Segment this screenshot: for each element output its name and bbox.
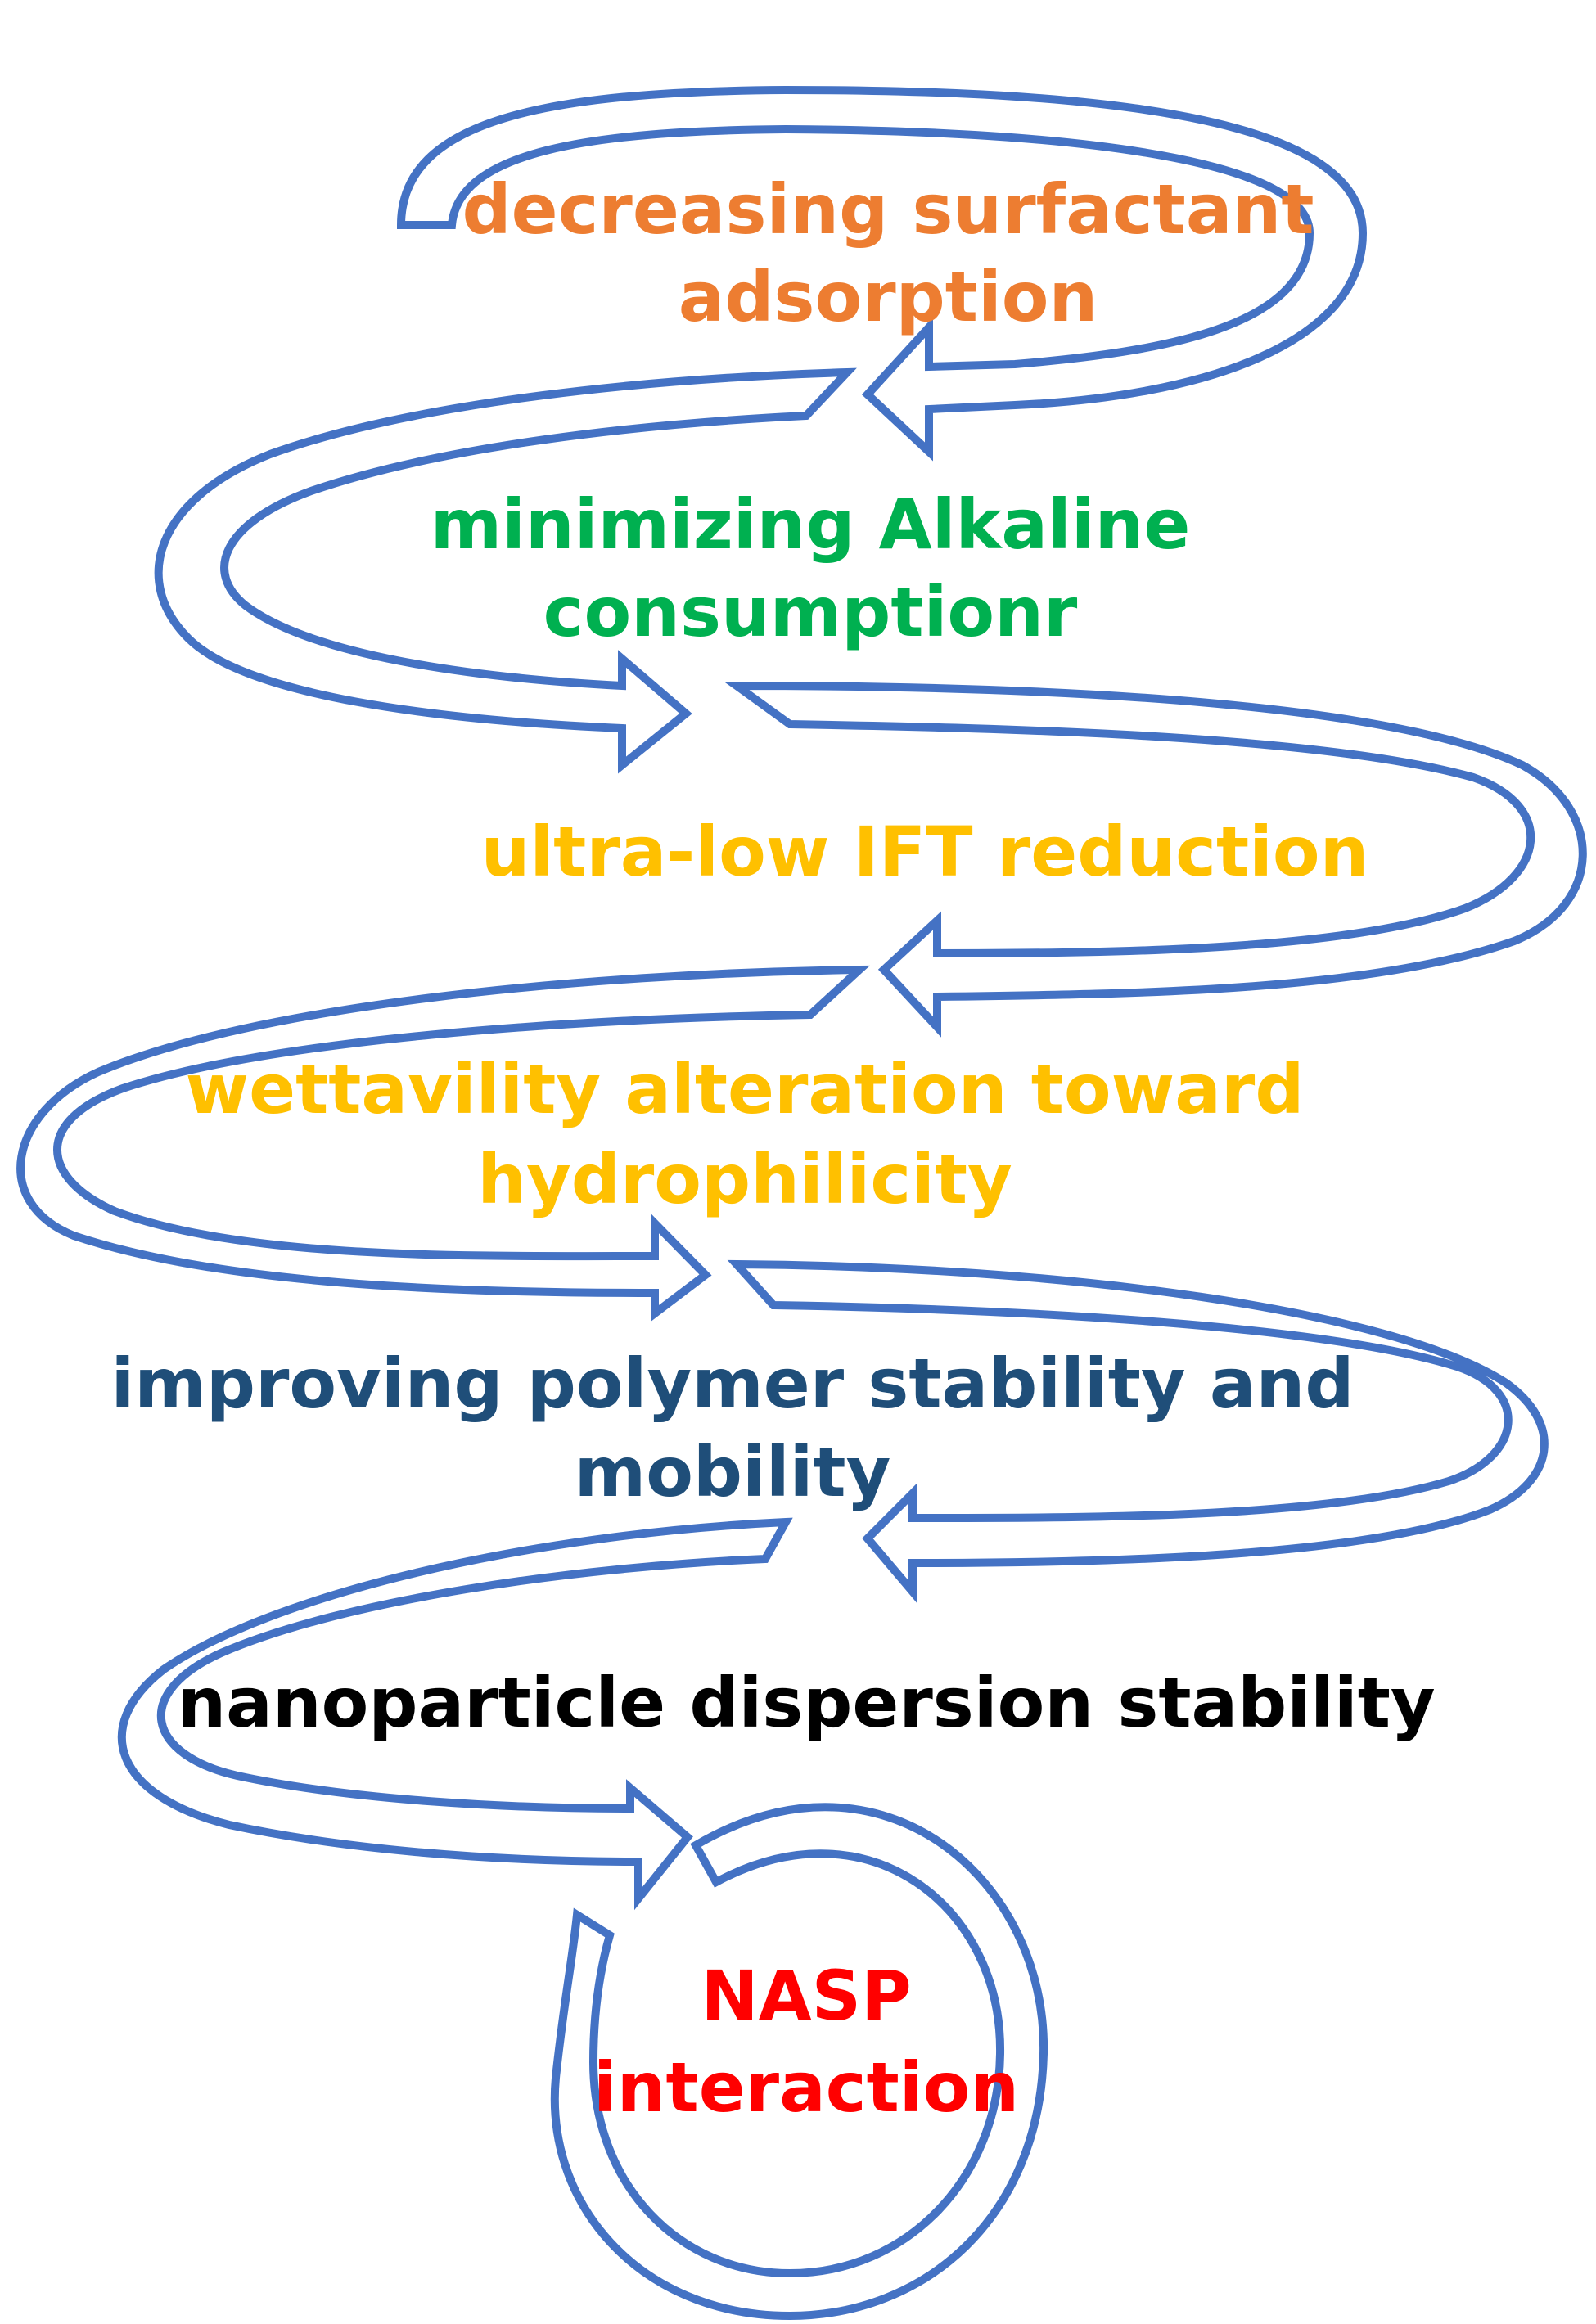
spiral-arrow-inner	[550, 1803, 1048, 2321]
stage-label-nanoparticle-line-1: nanoparticle dispersion stability	[177, 1663, 1435, 1743]
stage-label-polymer: improving polymer stability and mobility	[111, 1344, 1355, 1512]
spiral-arrow-4	[16, 965, 871, 1322]
stage-label-ift-line-1: ultra-low IFT reduction	[481, 812, 1369, 892]
spiral-arrow-2	[154, 367, 857, 774]
stage-label-nasp-line-1: NASP	[701, 1956, 911, 2036]
stage-label-polymer-line-2: mobility	[575, 1432, 891, 1512]
stage-label-nanoparticle: nanoparticle dispersion stability	[177, 1663, 1435, 1743]
stage-label-surfactant: decreasing surfactant adsorption	[462, 169, 1314, 337]
stage-label-surfactant-line-2: adsorption	[679, 257, 1098, 337]
stage-label-wettability-line-2: hydrophilicity	[477, 1139, 1012, 1219]
stage-label-alkaline: minimizing Alkaline consumptionr	[431, 484, 1191, 652]
stage-label-alkaline-line-1: minimizing Alkaline	[431, 484, 1191, 565]
spiral-arrow-1	[396, 85, 1368, 462]
stage-label-wettability-line-1: wettavility alteration toward	[186, 1049, 1305, 1129]
stage-label-ift: ultra-low IFT reduction	[481, 812, 1369, 892]
stage-label-wettability: wettavility alteration toward hydrophili…	[186, 1049, 1305, 1219]
stage-label-nasp-line-2: interaction	[593, 2047, 1019, 2128]
spiral-arrow-3	[724, 681, 1587, 1038]
spiral-arrow-5	[727, 1259, 1549, 1603]
stage-label-surfactant-line-1: decreasing surfactant	[462, 169, 1314, 250]
spiral-arrow-6	[117, 1517, 793, 1911]
stage-label-polymer-line-1: improving polymer stability and	[111, 1344, 1355, 1424]
stage-label-nasp: NASP interaction	[593, 1956, 1019, 2128]
stage-label-alkaline-line-2: consumptionr	[543, 572, 1078, 652]
